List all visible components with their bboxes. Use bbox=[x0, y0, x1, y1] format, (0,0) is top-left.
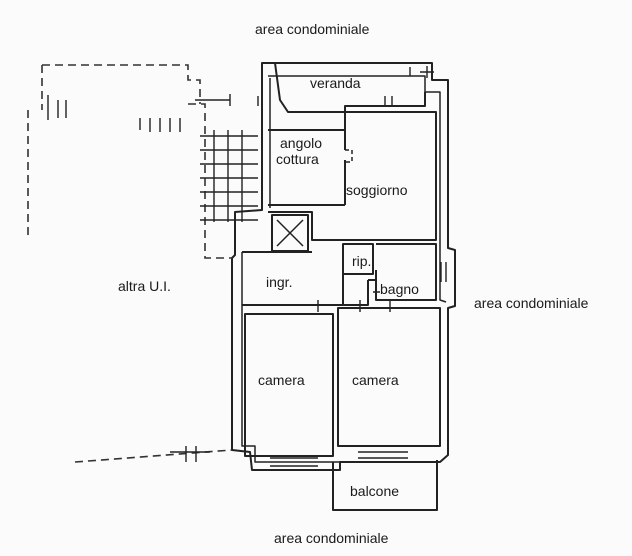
soggiorno-wall bbox=[268, 111, 437, 241]
label-angolo: angolo bbox=[280, 135, 323, 151]
label-area-condominiale-bottom: area condominiale bbox=[274, 530, 389, 546]
label-altra-ui: altra U.I. bbox=[118, 278, 171, 294]
label-balcone: balcone bbox=[350, 483, 400, 499]
balcone-wall bbox=[332, 460, 438, 511]
label-area-condominiale-top: area condominiale bbox=[255, 21, 370, 37]
window-marks bbox=[47, 66, 447, 467]
label-soggiorno: soggiorno bbox=[346, 182, 408, 198]
label-camera-left: camera bbox=[258, 372, 305, 388]
label-area-condominiale-right: area condominiale bbox=[474, 295, 589, 311]
camera-right-wall bbox=[337, 307, 441, 447]
lift-cross bbox=[276, 219, 304, 247]
label-ripostiglio: rip. bbox=[352, 253, 372, 269]
label-camera-right: camera bbox=[352, 372, 399, 388]
label-bagno: bagno bbox=[380, 281, 419, 297]
kitchen-niche bbox=[345, 149, 353, 163]
stair-steps bbox=[200, 130, 258, 222]
label-cottura: cottura bbox=[276, 151, 319, 167]
label-ingresso: ingr. bbox=[266, 274, 293, 290]
camera-left-wall bbox=[244, 313, 334, 457]
ripostiglio-wall bbox=[342, 243, 374, 275]
outer-wall bbox=[231, 62, 456, 471]
ingresso-wall bbox=[242, 251, 376, 306]
inner-wall bbox=[241, 75, 447, 463]
adjacent-unit-outline bbox=[27, 64, 232, 259]
label-veranda: veranda bbox=[310, 75, 361, 91]
bagno-wall bbox=[375, 243, 437, 301]
